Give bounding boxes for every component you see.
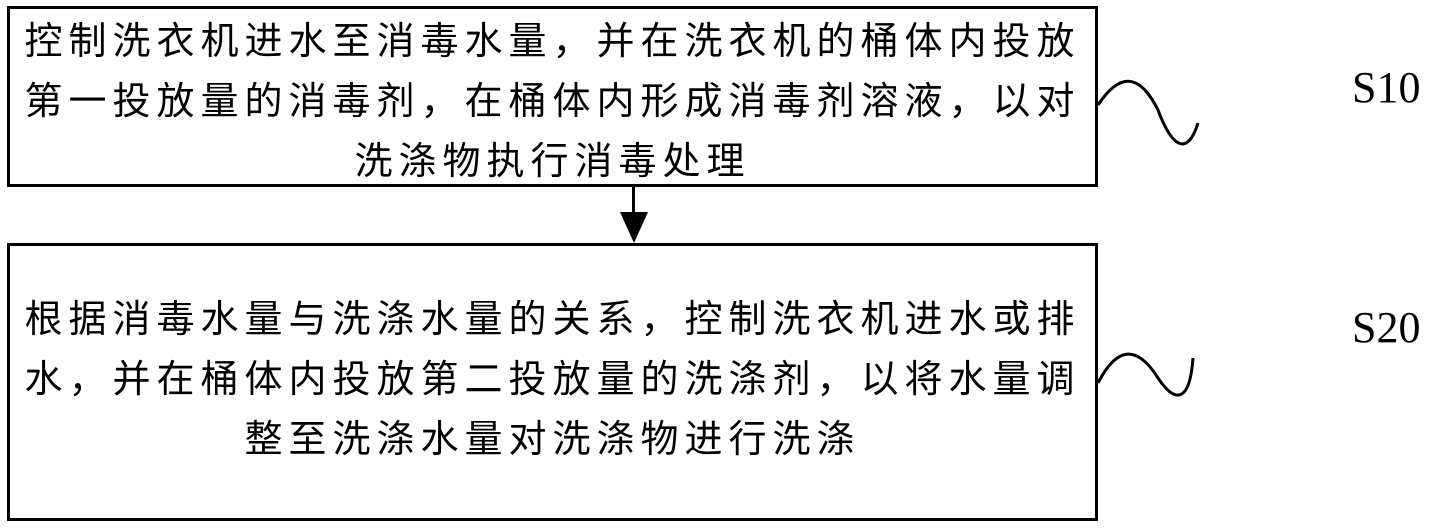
step-label-s10: S10 <box>1352 63 1421 112</box>
step-text-s20: 根据消毒水量与洗涤水量的关系，控制洗衣机进水或排 水，并在桶体内投放第二投放量的… <box>10 289 1095 469</box>
step-text-s10: 控制洗衣机进水至消毒水量，并在洗衣机的桶体内投放 第一投放量的消毒剂，在桶体内形… <box>10 11 1095 191</box>
leader-line-s20-icon <box>1096 352 1195 397</box>
step-box-s10: 控制洗衣机进水至消毒水量，并在洗衣机的桶体内投放 第一投放量的消毒剂，在桶体内形… <box>7 6 1098 187</box>
step-box-s20: 根据消毒水量与洗涤水量的关系，控制洗衣机进水或排 水，并在桶体内投放第二投放量的… <box>7 243 1098 521</box>
step-text-line: 根据消毒水量与洗涤水量的关系，控制洗衣机进水或排 <box>24 297 1081 341</box>
leader-line-s10-icon <box>1096 79 1200 146</box>
step-label-s20: S20 <box>1352 303 1421 352</box>
step-text-line: 水，并在桶体内投放第二投放量的洗涤剂，以将水量调 <box>24 357 1081 401</box>
arrow-down-icon <box>620 212 648 243</box>
connector-line <box>632 187 635 227</box>
step-text-line: 控制洗衣机进水至消毒水量，并在洗衣机的桶体内投放 <box>24 19 1081 63</box>
step-text-line: 洗涤物执行消毒处理 <box>354 139 751 183</box>
step-text-line: 第一投放量的消毒剂，在桶体内形成消毒剂溶液，以对 <box>24 79 1081 123</box>
step-text-line: 整至洗涤水量对洗涤物进行洗涤 <box>244 417 861 461</box>
